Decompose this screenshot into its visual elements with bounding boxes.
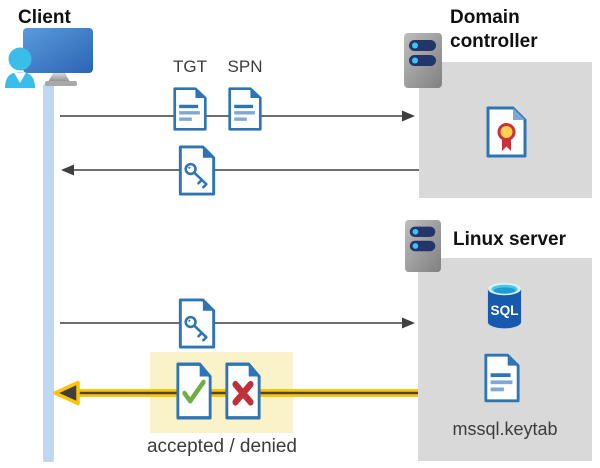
client-label: Client: [18, 7, 71, 28]
keytab-document-icon: [484, 353, 520, 403]
linux-server-label: Linux server: [453, 229, 566, 250]
denied-document-icon: [225, 362, 261, 420]
spn-label: SPN: [227, 57, 263, 76]
spn-document-icon: [228, 87, 262, 131]
x-icon: [232, 380, 254, 406]
client-icon: [5, 28, 93, 88]
client-timeline-bar: [43, 84, 54, 462]
sql-database-icon: SQL: [487, 282, 522, 329]
left-arrow-icon: [61, 164, 419, 176]
server-icon: [404, 33, 442, 88]
key-document-icon: [178, 145, 216, 196]
tgt-document-icon: [173, 87, 207, 131]
key-document-icon-2: [178, 298, 216, 349]
server-icon-2: [405, 219, 441, 273]
sql-badge-label: SQL: [490, 303, 518, 318]
domain-controller-label: Domain controller: [450, 7, 538, 52]
tgt-label: TGT: [173, 57, 207, 76]
right-arrow-icon-2: [60, 317, 415, 329]
accepted-document-icon: [176, 362, 212, 420]
result-highlight-box: [150, 352, 293, 433]
certificate-icon: [486, 106, 527, 158]
keytab-label: mssql.keytab: [452, 419, 558, 439]
result-label: accepted / denied: [146, 436, 297, 457]
check-icon: [182, 379, 206, 404]
